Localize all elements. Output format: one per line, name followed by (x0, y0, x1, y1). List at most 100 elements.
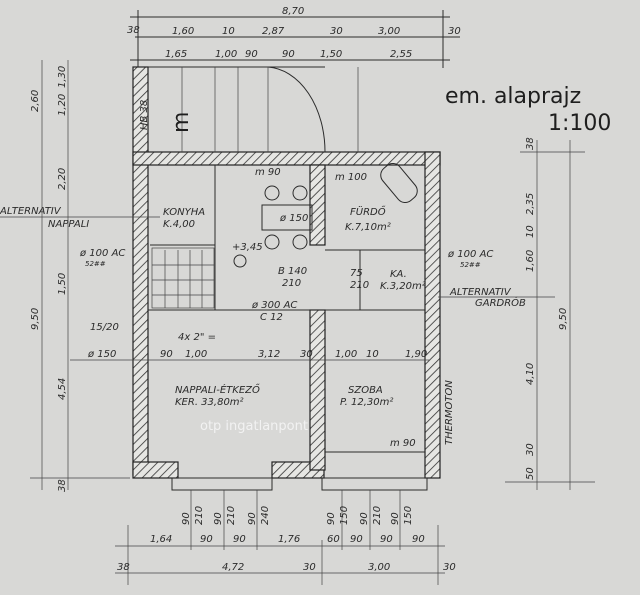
dim-label: 90 (245, 49, 258, 60)
level-label: +3,45 (232, 242, 263, 253)
closet-area: K.3,20m² (380, 281, 426, 292)
walls (132, 66, 441, 479)
dim-label: 210 (372, 506, 383, 525)
dim-label: 38 (127, 25, 140, 36)
bottom-dimensions: 1,64 90 90 1,76 60 90 90 90 38 4,72 30 3… (115, 525, 456, 585)
dim-label: 4,54 (57, 378, 68, 400)
annotation: C 12 (260, 312, 283, 323)
dim-label: 4,10 (525, 363, 536, 385)
dim-label: 1,50 (57, 273, 68, 295)
annotation: 75 (350, 268, 363, 279)
annotation: 4x 2" = (178, 332, 216, 343)
dim-label: 1,64 (150, 534, 172, 545)
dim-label: 30 (525, 443, 536, 456)
dim-label: 210 (226, 506, 237, 525)
annotation: ø 300 AC (251, 300, 297, 311)
bathroom-name: FÜRDŐ (350, 204, 386, 218)
dim-label: 90 (282, 49, 295, 60)
dim-label: 4,72 (222, 562, 244, 573)
dining-table (261, 185, 313, 250)
dim-label: 38 (117, 562, 130, 573)
dim-label: 30 (448, 26, 461, 37)
living-area: KER. 33,80m² (175, 397, 244, 408)
dim-label: 90 (326, 512, 337, 525)
dim-label: 90 (350, 534, 363, 545)
mid-dimensions: 90 1,00 3,12 30 1,00 10 1,90 (70, 349, 430, 361)
dim-label: 150 (403, 506, 414, 525)
bathroom-area: K.7,10m² (345, 222, 391, 233)
chimney-label: m (169, 112, 194, 133)
dim-label: 150 (339, 506, 350, 525)
dim-label: 30 (330, 26, 343, 37)
dim-label: 2,20 (57, 168, 68, 190)
dim-label: 90 (247, 512, 258, 525)
annotation: ø 100 AC (79, 248, 125, 259)
drawing-title: em. alaprajz (445, 84, 581, 109)
dim-label: 90 (412, 534, 425, 545)
annotation: 52## (460, 261, 481, 269)
dim-label: 50 (525, 467, 536, 480)
dim-label: 30 (300, 349, 313, 360)
dim-label: 2,87 (262, 26, 285, 37)
dim-label: 1,76 (278, 534, 300, 545)
dim-label: 10 (222, 26, 235, 37)
annotation: ALTERNATIV (449, 287, 512, 298)
watermark: otp ingatlanpont (200, 419, 308, 434)
dim-label: 9,50 (30, 308, 41, 330)
dim-label: 240 (260, 506, 271, 525)
annotation: ø 150 (87, 349, 116, 360)
dim-label: 1,90 (405, 349, 427, 360)
dim-label: 1,30 (57, 66, 68, 88)
right-dimensions: 38 2,35 1,60 10 9,50 4,10 30 50 (505, 137, 595, 490)
bedroom-name: SZOBA (348, 385, 383, 396)
dim-label: 90 (390, 512, 401, 525)
dim-label: 90 (213, 512, 224, 525)
dim-label: 1,65 (165, 49, 187, 60)
dim-label: 10 (366, 349, 379, 360)
annotations: ALTERNATIV NAPPALI ø 100 AC 52## ø 100 A… (0, 167, 555, 449)
annotation: 210 (350, 280, 369, 291)
dim-label: 1,50 (320, 49, 342, 60)
balcony-grid (181, 67, 359, 152)
kitchen-name: KONYHA (163, 207, 205, 218)
annotation: ø 100 AC (447, 249, 493, 260)
dim-label: 60 (327, 534, 340, 545)
dim-label: 30 (303, 562, 316, 573)
dim-label: 1,20 (57, 94, 68, 116)
dim-label: 10 (525, 225, 536, 238)
dim-label: 90 (181, 512, 192, 525)
annotation: GARDRÓB (475, 296, 526, 309)
bottom-openings: 90 210 90 210 90 240 90 150 90 210 90 15… (171, 477, 428, 550)
dim-label: 2,35 (525, 193, 536, 215)
living-name: NAPPALI-ÉTKEZŐ (175, 382, 260, 396)
dim-label: 1,00 (185, 349, 207, 360)
dim-total-width: 8,70 (282, 6, 304, 17)
left-dimensions: 2,60 1,30 1,20 2,20 1,50 9,50 4,54 38 (30, 60, 130, 492)
dim-label: 1,60 (172, 26, 194, 37)
drawing-scale: 1:100 (548, 111, 611, 136)
dim-label: 90 (359, 512, 370, 525)
dim-label: 90 (233, 534, 246, 545)
annotation: NAPPALI (48, 219, 89, 230)
dim-label: 1,00 (215, 49, 237, 60)
balcony-railing (267, 66, 326, 153)
dim-label: 90 (160, 349, 173, 360)
dim-label: 90 (380, 534, 393, 545)
dim-label: 3,00 (378, 26, 400, 37)
bedroom-area: P. 12,30m² (340, 397, 393, 408)
dim-label: 30 (443, 562, 456, 573)
annotation: THERMOTON (444, 380, 455, 445)
closet-name: KA. (390, 269, 407, 280)
annotation: 15/20 (90, 322, 119, 333)
dim-label: 38 (57, 479, 68, 492)
bathtub (380, 163, 418, 203)
staircase (151, 247, 215, 309)
annotation: 210 (282, 278, 301, 289)
annotation: B 140 (278, 266, 307, 277)
dim-label: 38 (525, 137, 536, 150)
dim-label: 2,55 (390, 49, 412, 60)
annotation: 52## (85, 260, 106, 268)
top-dimensions: 8,70 38 1,60 10 2,87 30 3,00 30 1,65 1,0… (127, 6, 461, 70)
